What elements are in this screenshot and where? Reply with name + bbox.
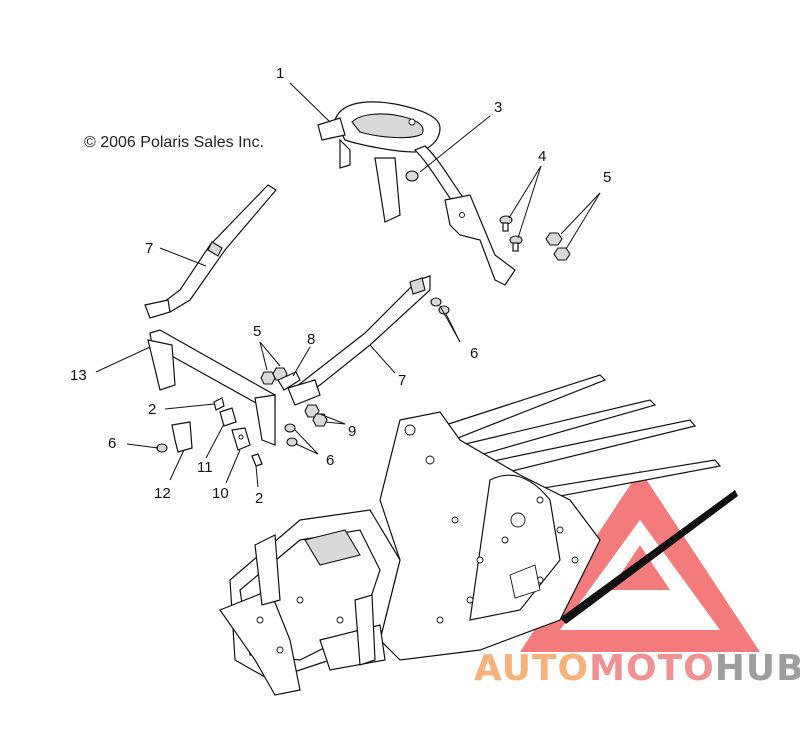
part-13-cross-bar [147, 329, 276, 446]
callout-12: 12 [154, 485, 171, 502]
part-4-bolts [499, 215, 523, 252]
callout-11: 11 [197, 459, 213, 476]
callout-10: 10 [212, 485, 229, 502]
callout-4: 4 [538, 148, 546, 165]
part-12-bracket [171, 421, 193, 453]
callout-5: 5 [253, 323, 261, 340]
callout-1: 1 [276, 65, 284, 82]
callout-13: 13 [70, 367, 87, 384]
part-6-bolts-lower [284, 423, 298, 447]
callout-2: 2 [148, 401, 156, 418]
part-8-plate [277, 371, 301, 391]
callout-9: 9 [348, 423, 356, 440]
callout-2: 2 [255, 490, 263, 507]
chassis-tunnel [219, 374, 738, 696]
part-7-strut-left [144, 184, 277, 319]
part-11-bracket [219, 407, 237, 427]
part-9-nuts [304, 404, 328, 427]
watermark-moto: MOTO [589, 648, 715, 689]
watermark-hub: HUB [715, 648, 800, 689]
part-7-strut-right [287, 275, 431, 406]
watermark-auto: AUTO [474, 648, 589, 689]
leader-lines [95, 82, 601, 488]
callout-6: 6 [326, 452, 334, 469]
watermark-logo: AUTOMOTOHUB [474, 648, 800, 689]
part-5-nuts-right [545, 232, 571, 261]
copyright-notice: © 2006 Polaris Sales Inc. [84, 134, 264, 151]
callout-3: 3 [494, 99, 502, 116]
part-10-bracket [231, 427, 251, 451]
svg-text:AUTOMOTOHUB: AUTOMOTOHUB [474, 648, 800, 689]
part-1-front-hoop [317, 101, 516, 286]
callout-7: 7 [145, 240, 153, 257]
callout-6: 6 [470, 345, 478, 362]
part-6-bolt-left [156, 443, 168, 453]
callout-5: 5 [603, 169, 611, 186]
part-3-bolt [405, 170, 419, 182]
part-2-pin-upper [213, 397, 225, 411]
callout-labels: 1 3 4 5 7 5 8 6 7 13 2 9 6 6 11 10 12 2 [70, 65, 611, 507]
callout-6: 6 [108, 435, 116, 452]
callout-8: 8 [307, 331, 315, 348]
part-2-pin-lower [251, 453, 263, 467]
callout-7: 7 [398, 372, 406, 389]
